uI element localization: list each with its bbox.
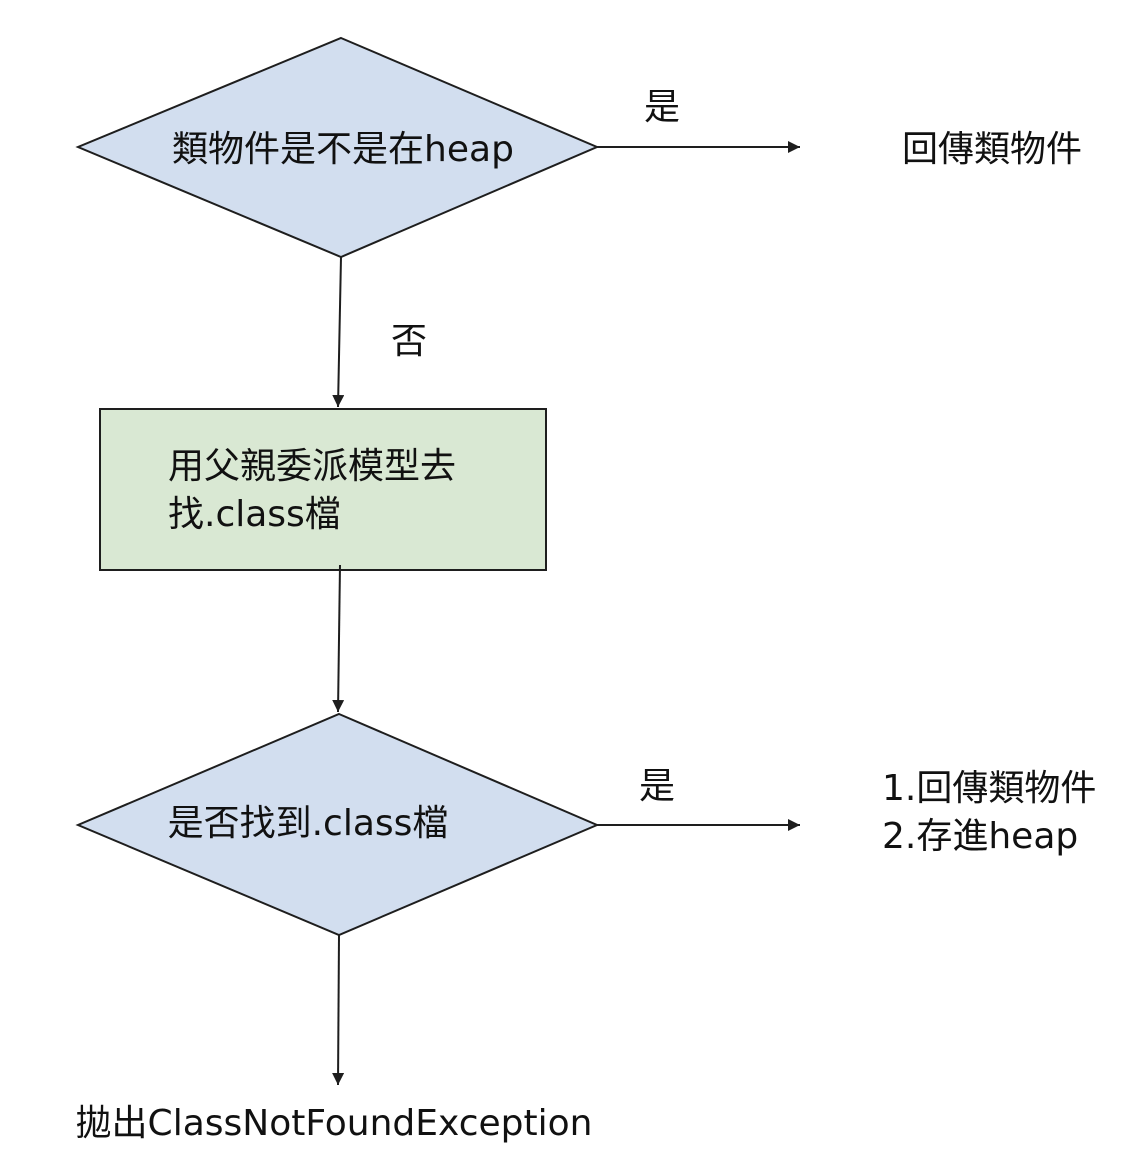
outcome-return-object: 回傳類物件 — [901, 129, 1083, 170]
edge-yes-1-label: 是 — [643, 87, 681, 128]
edge-no-to-parent-delegation — [332, 256, 345, 408]
decision-found-label: 是否找到.class檔 — [167, 803, 449, 844]
decision-heap-label: 類物件是不是在heap — [172, 129, 514, 170]
edge-yes-2-label: 是 — [638, 766, 676, 807]
process-parent-delegation-box[interactable] — [99, 408, 547, 571]
edge-no-1-label: 否 — [390, 321, 428, 362]
outcome-return-and-store-line-1: 1.回傳類物件 — [882, 768, 1097, 809]
process-parent-label: 用父親委派模型去 找.class檔 — [168, 443, 456, 539]
process-parent-label-line-2: 找.class檔 — [168, 494, 341, 535]
outcome-return-and-store-line-2: 2.存進heap — [882, 816, 1079, 857]
edge-to-found-decision — [332, 564, 345, 713]
process-parent-label-line-1: 用父親委派模型去 — [168, 446, 457, 487]
edge-to-throw-exception — [332, 934, 345, 1086]
outcome-throw-exception: 拋出ClassNotFoundException — [75, 1103, 593, 1144]
outcome-return-and-store: 1.回傳類物件 2.存進heap — [882, 765, 1096, 861]
